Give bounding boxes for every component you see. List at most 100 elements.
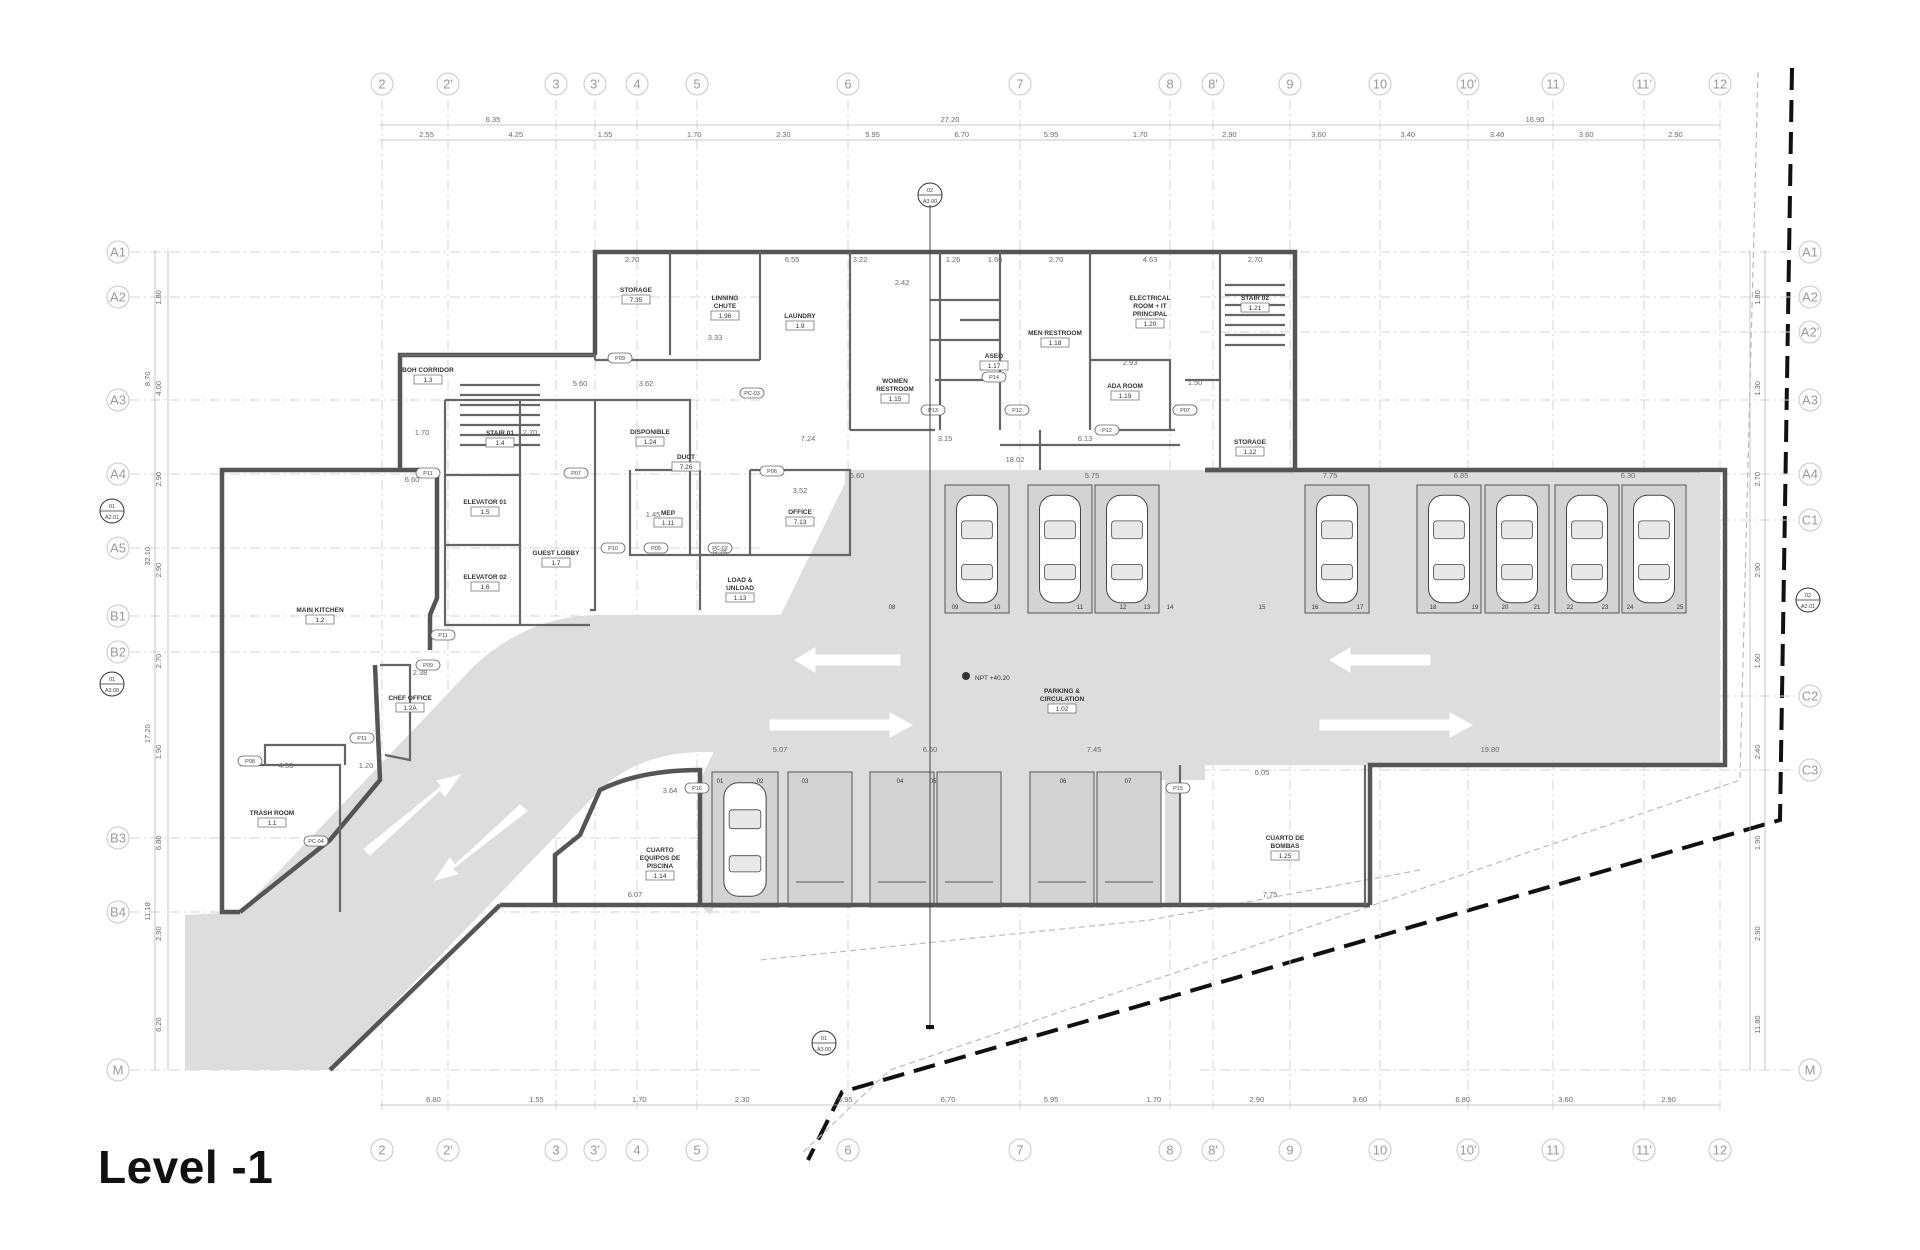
- room-name: STAIR 01: [486, 430, 514, 437]
- grid-bubble-label: 10': [1460, 1143, 1477, 1158]
- parking-spot-label: 19: [1472, 605, 1479, 611]
- dim-text: 6.80: [154, 835, 163, 850]
- grid-bubble-label: A4: [1802, 467, 1818, 482]
- grid-bubble-col: 11': [1632, 72, 1656, 96]
- parking-spot-label: 24: [1627, 605, 1634, 611]
- grid-bubbles: 222'2'333'3'44556677888'8'99101010'10'11…: [106, 72, 1822, 1162]
- room-number: 1.6: [480, 584, 489, 591]
- door-tag: P05: [643, 542, 669, 554]
- grid-bubble-label: A4: [110, 467, 126, 482]
- parking-stalls: [711, 484, 1687, 908]
- dim-text: 3.60: [1352, 1095, 1367, 1104]
- grid-bubble-label: 5: [693, 1143, 700, 1158]
- parking-spot-label: 22: [1567, 605, 1574, 611]
- section-cut-end: [926, 1025, 934, 1029]
- room-number-box: [485, 437, 515, 448]
- interior-dim-text: 2.70: [1049, 255, 1064, 264]
- room-name: ASEO: [985, 353, 1003, 360]
- dim-text: 1.70: [687, 130, 702, 139]
- section-marker-label: 01: [109, 504, 115, 510]
- room-name: ELEVATOR 02: [463, 574, 507, 581]
- grid-bubble-label: 8: [1166, 77, 1173, 92]
- door-tag: P11: [430, 629, 456, 641]
- grid-bubble-col: 4: [625, 72, 649, 96]
- parking-spot-label: 02: [757, 779, 764, 785]
- room-number: 1.21: [1249, 305, 1262, 312]
- interior-dim-text: 6.55: [785, 255, 800, 264]
- dim-text: 1.70: [1147, 1095, 1162, 1104]
- door-tag: P11: [349, 732, 375, 744]
- dim-text: 1.70: [632, 1095, 647, 1104]
- dim-text: 2.70: [1753, 472, 1762, 487]
- grid-bubble-col: 10': [1456, 72, 1480, 96]
- grid-bubble-label: 2': [443, 1143, 453, 1158]
- room-number: 7.26: [680, 464, 693, 471]
- grid-bubble-row-left: A5: [106, 536, 130, 560]
- walls: [219, 249, 1728, 1072]
- car-icon: [723, 782, 767, 897]
- grid-bubble-label: A2': [1801, 325, 1819, 340]
- door-tag-label: P11: [357, 736, 366, 742]
- room-number-box: [725, 592, 755, 603]
- grid-bubble-col: 8': [1201, 1138, 1225, 1162]
- room-name: ADA ROOM: [1107, 383, 1143, 390]
- door-tag-label: PC-02: [712, 546, 728, 552]
- parking-spot-label: 18: [1430, 605, 1437, 611]
- grid-bubble-label: 3': [590, 1143, 600, 1158]
- grid-bubble-label: 9: [1286, 1143, 1293, 1158]
- grid-bubble-row-right: M: [1798, 1058, 1822, 1082]
- grid-bubble-col: 7: [1008, 1138, 1032, 1162]
- interior-dim-text: 5.60: [573, 379, 588, 388]
- grid-bubble-row-left: B1: [106, 604, 130, 628]
- grid-bubble-label: 3': [590, 77, 600, 92]
- room-number: 1.5: [480, 509, 489, 516]
- room-name: MEP: [661, 510, 676, 517]
- setback-line: [799, 71, 1759, 1156]
- room-number-box: [1040, 337, 1070, 348]
- interior-dim-text: 6.30: [1621, 471, 1636, 480]
- grid-bubble-label: B4: [110, 905, 126, 920]
- interior-dim-text: 3.64: [663, 786, 678, 795]
- room-number: 1.20: [1144, 321, 1157, 328]
- door-tag: P07: [563, 467, 589, 479]
- room-label: ELEVATOR 02 1.6: [463, 574, 507, 592]
- room-number: 1.4: [495, 440, 504, 447]
- grid-bubble-row-left: B3: [106, 826, 130, 850]
- room-number: 1.2A: [403, 705, 417, 712]
- room-number-box: [785, 320, 815, 331]
- door-tag: P08: [237, 755, 263, 767]
- room-name: GUEST LOBBY: [533, 550, 581, 557]
- door-tag-label: P09: [615, 356, 625, 362]
- room-name: BOMBAS: [1271, 843, 1301, 850]
- room-number-box: [1047, 703, 1077, 714]
- section-marker-label: 01: [109, 677, 115, 683]
- room-number-box: [470, 506, 500, 517]
- dim-text: 1.70: [1133, 130, 1148, 139]
- dim-text: 11.80: [1753, 1015, 1762, 1033]
- parking-spot-label: 12: [1120, 605, 1127, 611]
- door-tag-label: P10: [608, 546, 618, 552]
- dim-text: 1.55: [529, 1095, 544, 1104]
- dim-text: 6.20: [154, 1017, 163, 1032]
- door-tag-label: PC-03: [744, 391, 760, 397]
- kitchen-outer-wall: [219, 467, 420, 915]
- door-tag: PC-03: [739, 387, 765, 399]
- door-tag-label: PC-04: [308, 839, 324, 845]
- room-name: LINNING: [712, 295, 739, 302]
- grid-bubble-row-right: A4: [1798, 462, 1822, 486]
- room-number-box: [653, 517, 683, 528]
- grid-bubble-label: 4: [633, 77, 640, 92]
- door-tag-label: P15: [1173, 786, 1183, 792]
- grid-bubble-col: 7: [1008, 72, 1032, 96]
- parking-spot-label: 09: [952, 605, 959, 611]
- door-tag-label: P11: [438, 633, 447, 639]
- room-label: STAIR 021.21: [1240, 295, 1269, 313]
